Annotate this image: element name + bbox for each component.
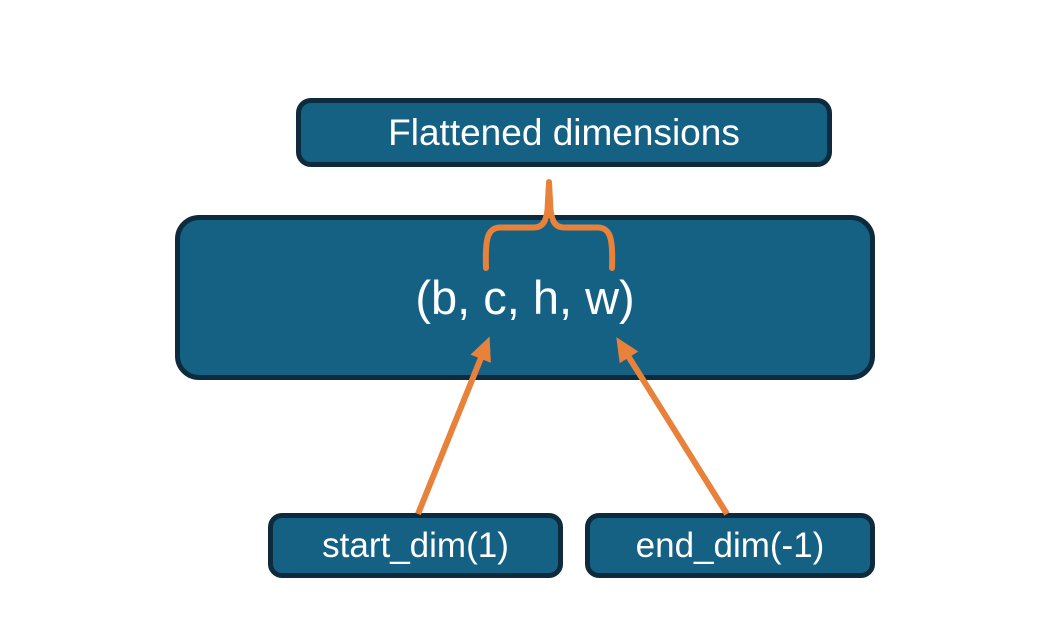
node-tensor-shape: (b, c, h, w)	[175, 215, 875, 380]
node-flattened-dimensions-label: Flattened dimensions	[388, 112, 740, 153]
node-end-dim: end_dim(-1)	[585, 513, 875, 578]
node-start-dim: start_dim(1)	[268, 513, 563, 578]
node-tensor-shape-label: (b, c, h, w)	[415, 271, 635, 324]
node-flattened-dimensions: Flattened dimensions	[296, 98, 832, 167]
node-end-dim-label: end_dim(-1)	[635, 526, 825, 565]
node-start-dim-label: start_dim(1)	[322, 526, 509, 565]
